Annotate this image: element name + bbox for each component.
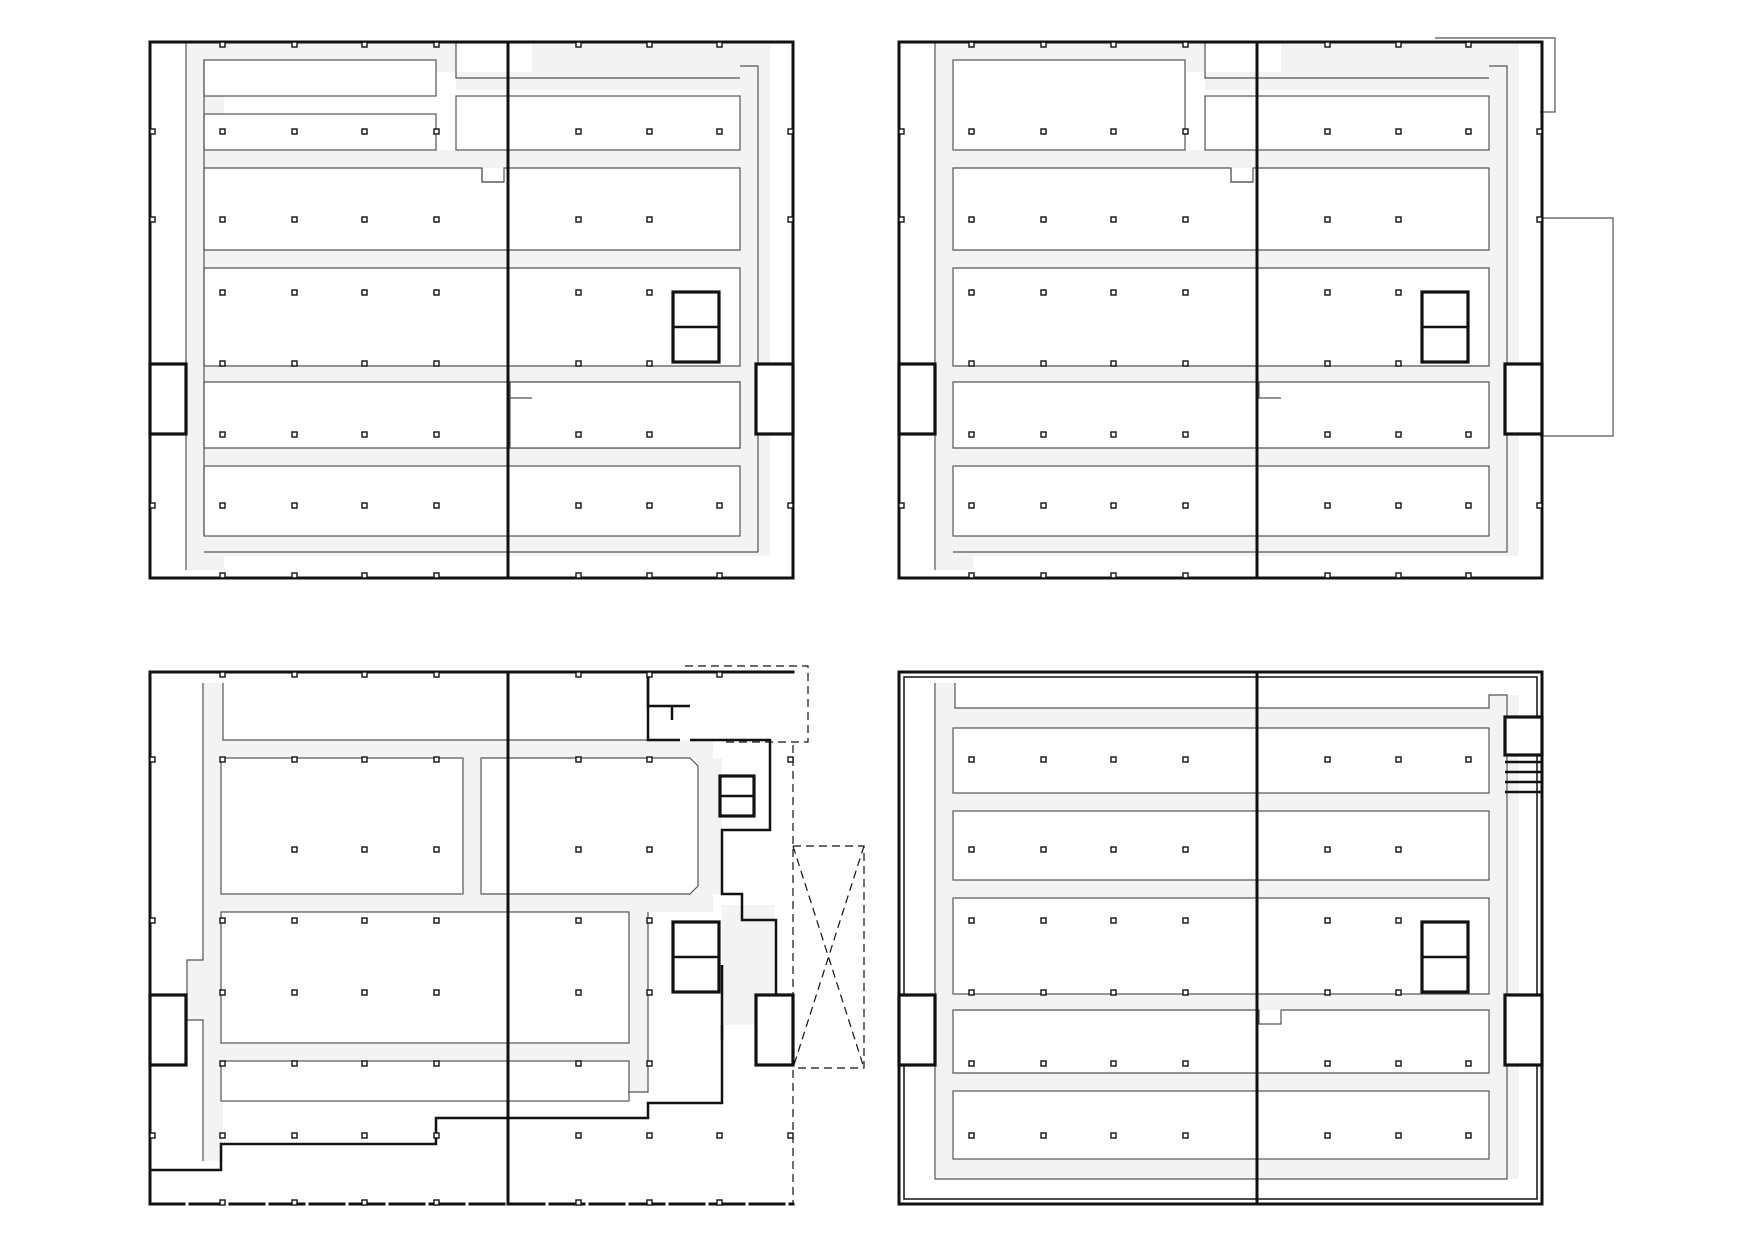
corridor-network: [935, 683, 1519, 1179]
plan-bottom-right: [897, 670, 1544, 1206]
annex-outlines: [1435, 37, 1614, 437]
room-zones: [220, 757, 699, 1102]
plan-top-left: [148, 40, 795, 580]
column-grid: [149, 41, 794, 579]
inner-outlines: [185, 42, 759, 570]
room-zones: [203, 59, 741, 537]
corridor-network: [187, 683, 774, 1161]
plan-bottom-left: [148, 665, 865, 1206]
service-cores: [897, 290, 1544, 436]
dashed-annex: [685, 665, 865, 1204]
column-grid: [968, 756, 1472, 1139]
room-zones: [952, 59, 1490, 537]
exterior-wall: [897, 670, 1544, 1206]
inner-outlines: [186, 683, 649, 1161]
room-zones: [952, 727, 1490, 1160]
column-grid: [898, 41, 1543, 579]
inner-outlines: [934, 683, 1508, 1180]
inner-outlines: [934, 42, 1508, 570]
column-grid: [149, 671, 794, 1206]
service-cores: [897, 715, 1544, 1067]
exterior-wall: [148, 40, 795, 580]
exterior-wall: [897, 40, 1544, 580]
plan-top-right: [897, 37, 1614, 580]
service-cores: [148, 672, 795, 1067]
service-cores: [148, 290, 795, 436]
